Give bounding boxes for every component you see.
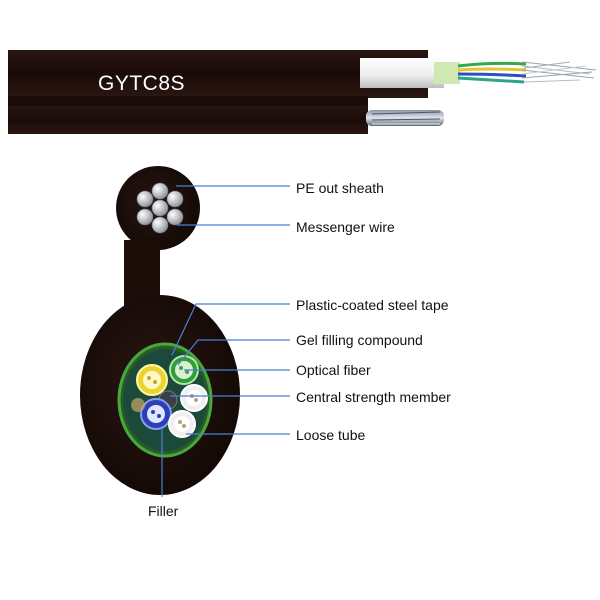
loose-tube-white-right [180,384,208,412]
exposed-white-tube [360,58,436,88]
loose-tube-blue [140,398,172,430]
cable-body-upper [8,50,428,98]
exposed-messenger-wire [366,110,444,126]
exposed-fibers [457,61,597,84]
leader-gel [177,339,290,366]
messenger-strands [136,182,184,234]
leader-steel-tape [171,303,290,356]
loose-tube-yellow [136,364,168,396]
cable-cross-section [80,166,240,495]
label-gel-filling: Gel filling compound [296,332,423,348]
label-messenger-wire: Messenger wire [296,219,395,235]
label-filler: Filler [148,503,179,519]
leader-lines [161,185,290,497]
cable-web [8,96,368,108]
exposed-gel [434,62,460,84]
cable-side-view [8,50,597,134]
filler-rod [131,398,145,412]
cable-body-lower [8,106,368,134]
loose-tube-white-bottom [168,410,196,438]
cable-model-label: GYTC8S [98,72,186,95]
label-optical-fiber: Optical fiber [296,362,371,378]
label-strength-member: Central strength member [296,389,451,405]
label-loose-tube: Loose tube [296,427,366,443]
label-steel-tape: Plastic-coated steel tape [296,297,449,313]
label-pe-out-sheath: PE out sheath [296,180,384,196]
